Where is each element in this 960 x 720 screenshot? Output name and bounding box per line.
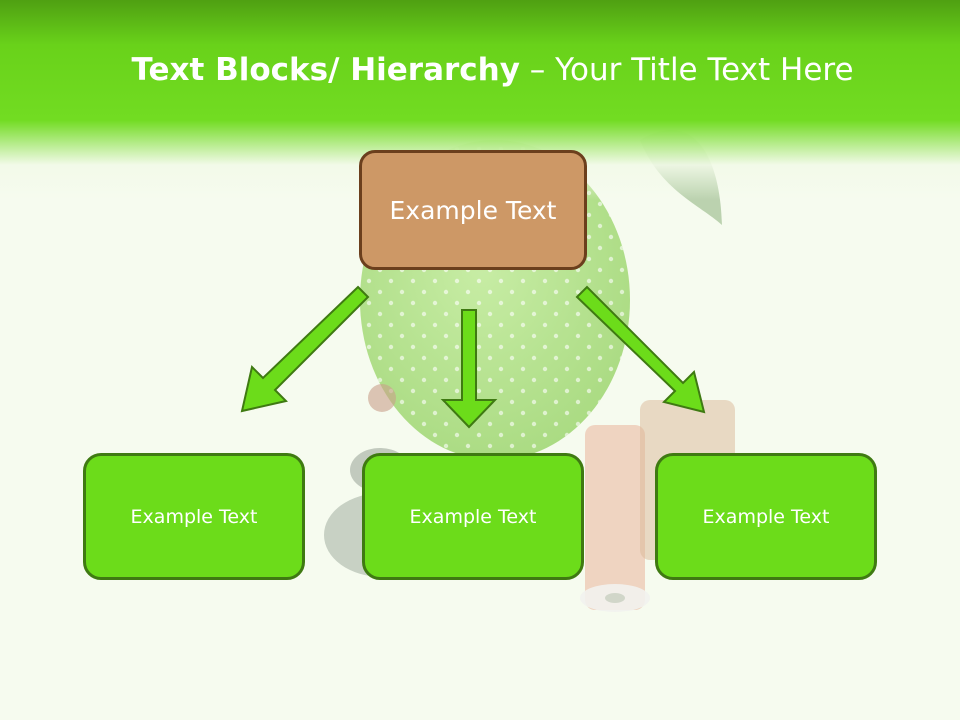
child-box-center[interactable]: Example Text — [362, 453, 584, 580]
slide-title: Text Blocks/ Hierarchy – Your Title Text… — [0, 52, 960, 88]
arrow-right — [575, 285, 706, 414]
child-box-label: Example Text — [130, 505, 258, 528]
arrow-left — [240, 285, 370, 413]
title-bold-part: Text Blocks/ Hierarchy — [131, 52, 520, 88]
child-box-label: Example Text — [409, 505, 537, 528]
child-box-right[interactable]: Example Text — [655, 453, 877, 580]
thread-spool-orange — [585, 425, 645, 610]
top-level-box[interactable]: Example Text — [359, 150, 587, 270]
title-regular-part: – Your Title Text Here — [519, 52, 854, 88]
top-level-box-label: Example Text — [389, 195, 557, 225]
child-box-left[interactable]: Example Text — [83, 453, 305, 580]
arrow-center — [440, 309, 498, 429]
child-box-label: Example Text — [702, 505, 830, 528]
